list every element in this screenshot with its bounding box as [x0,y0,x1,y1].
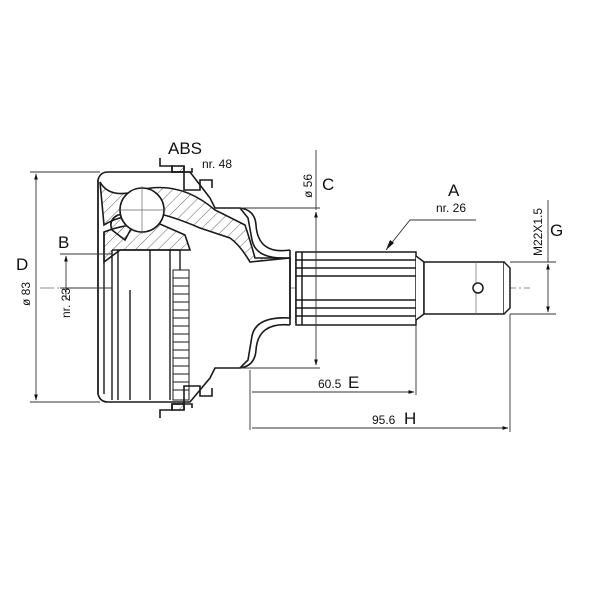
ball [118,186,166,234]
boot-clamp-bottom [159,385,213,418]
label-a-nr: nr. 26 [436,201,466,215]
label-abs-nr: nr. 48 [202,157,232,171]
boot-clamp-top [159,158,213,191]
label-g-dim: M22X1.5 [531,208,545,256]
label-d-dim: ø 83 [19,282,33,306]
dimension-lines [30,150,556,432]
label-g: G [550,221,563,240]
label-b-nr: nr. 23 [59,288,73,318]
abs-ring [172,269,190,401]
label-h: H [404,409,416,428]
label-e: E [348,373,359,392]
label-b: B [58,233,69,252]
label-abs: ABS [168,139,202,158]
label-e-dim: 60.5 [318,377,342,391]
label-c: C [322,175,334,194]
threaded-end [415,255,511,321]
label-c-dim: ø 56 [301,174,315,198]
label-a: A [448,181,460,200]
label-d: D [16,255,28,274]
leader-arrow-a [386,240,394,250]
spline-shaft [295,251,417,326]
label-h-dim: 95.6 [372,413,396,427]
